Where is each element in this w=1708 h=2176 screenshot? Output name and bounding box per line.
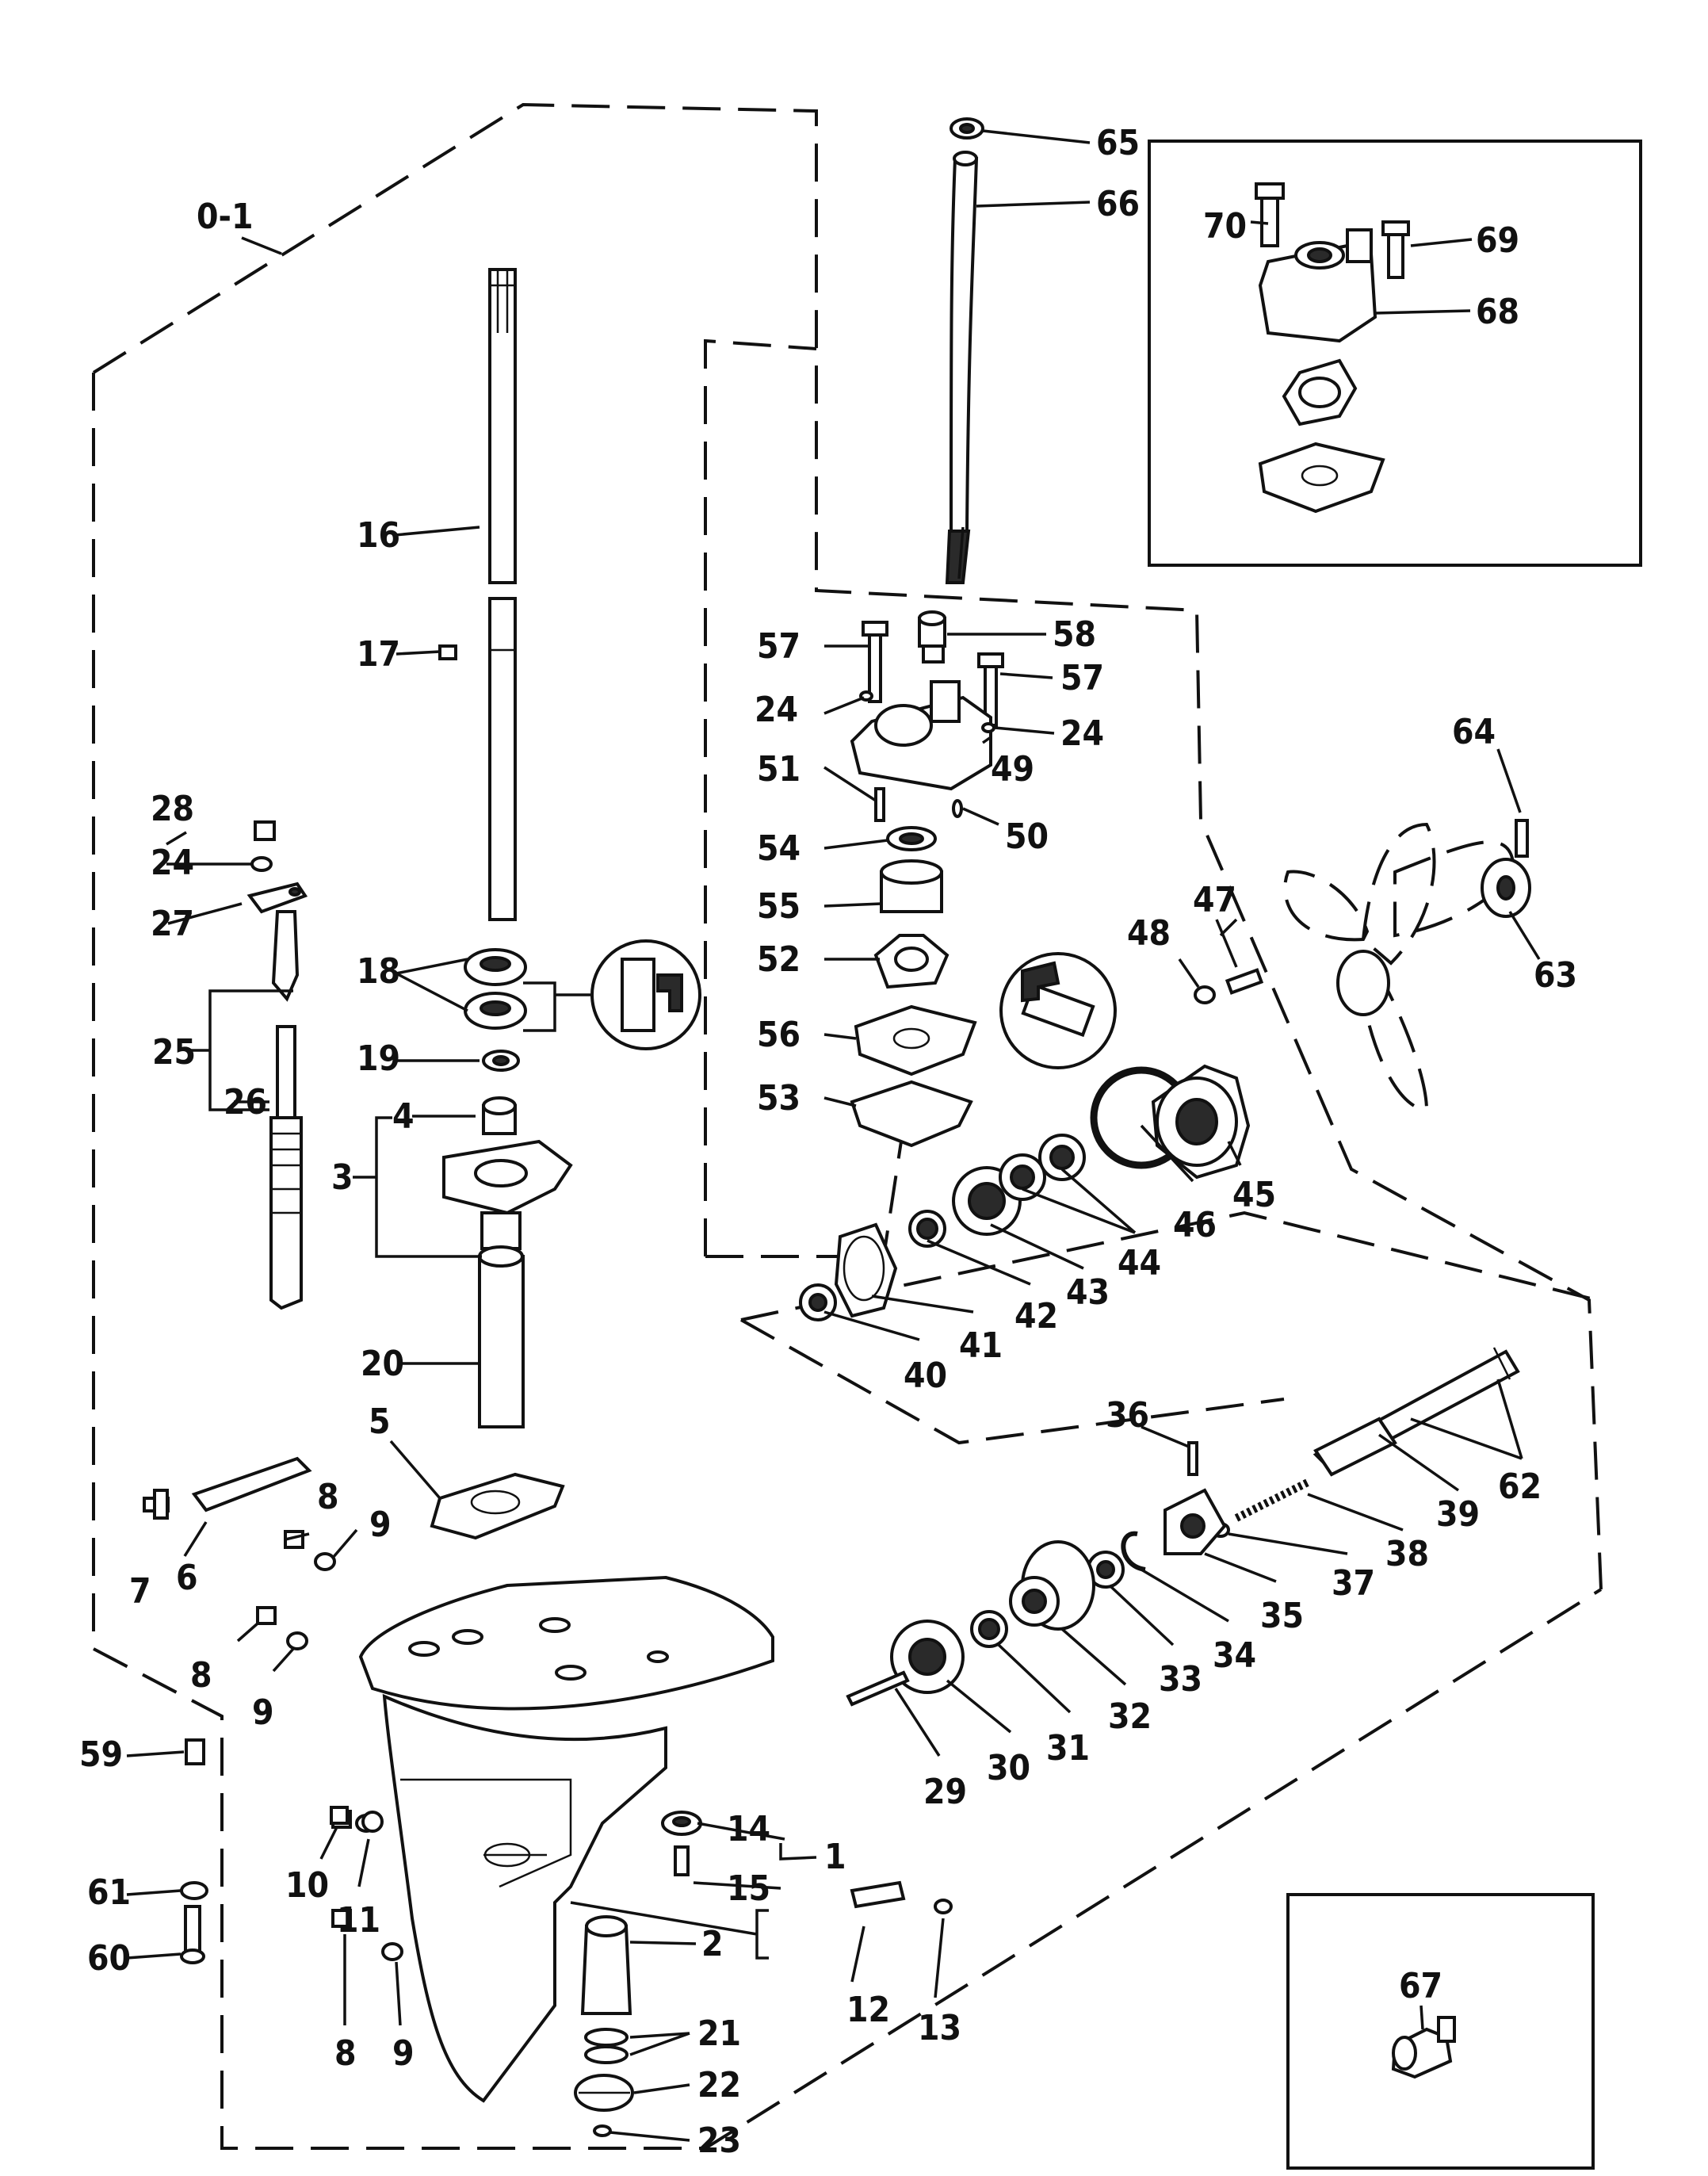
callout-9a: 9	[369, 1505, 392, 1545]
callout-53: 53	[757, 1078, 801, 1119]
callout-13: 13	[918, 2008, 961, 2048]
callout-30: 30	[987, 1748, 1030, 1788]
assembly-outline-gear-group	[740, 1210, 1598, 1445]
callout-68: 68	[1476, 292, 1519, 332]
callout-54: 54	[757, 828, 801, 869]
callout-31: 31	[1046, 1728, 1090, 1769]
callout-33: 33	[1159, 1659, 1202, 1700]
callout-4: 4	[392, 1096, 415, 1137]
callout-36: 36	[1106, 1395, 1149, 1436]
callout-45: 45	[1232, 1175, 1276, 1215]
inset-water-pump-alternate	[1148, 140, 1642, 567]
callout-70: 70	[1203, 206, 1247, 247]
callout-27: 27	[151, 904, 194, 944]
callout-16: 16	[357, 515, 400, 556]
callout-22: 22	[697, 2065, 741, 2105]
callout-25: 25	[152, 1032, 196, 1073]
callout-43: 43	[1066, 1272, 1110, 1313]
callout-44: 44	[1118, 1243, 1161, 1283]
callout-59: 59	[79, 1734, 123, 1775]
callout-34: 34	[1213, 1635, 1256, 1676]
callout-37: 37	[1332, 1563, 1375, 1604]
callout-52: 52	[757, 939, 801, 980]
inset-fitting	[1286, 1893, 1595, 2170]
callout-2: 2	[701, 1924, 724, 1964]
callout-15: 15	[727, 1868, 770, 1909]
assembly-outline-main	[92, 102, 1603, 2150]
callout-55: 55	[757, 886, 801, 927]
callout-65: 65	[1096, 123, 1140, 163]
parts-drawing	[143, 117, 1531, 2137]
callout-23: 23	[697, 2121, 741, 2161]
leader-lines	[126, 129, 1541, 2142]
callout-29: 29	[923, 1772, 967, 1812]
callout-9b: 9	[252, 1692, 274, 1733]
callout-5: 5	[369, 1402, 391, 1442]
callout-49: 49	[991, 749, 1034, 790]
callout-9c: 9	[392, 2033, 415, 2074]
callout-50: 50	[1005, 816, 1049, 857]
callout-8a: 8	[317, 1477, 339, 1517]
callout-17: 17	[357, 634, 400, 675]
callout-labels: 0-1 1 2 3 4 5 6 7 8 8 8 9 9 9 10 11 12 1…	[79, 123, 1577, 2161]
callout-12: 12	[846, 1990, 890, 2030]
callout-8b: 8	[190, 1655, 212, 1696]
callout-6: 6	[176, 1558, 198, 1598]
callout-51: 51	[757, 749, 801, 790]
callout-10: 10	[285, 1865, 329, 1906]
callout-58: 58	[1053, 614, 1096, 655]
callout-7: 7	[129, 1571, 151, 1612]
callout-3: 3	[331, 1157, 353, 1198]
callout-41: 41	[959, 1325, 1003, 1366]
callout-61: 61	[87, 1872, 131, 1913]
callout-47: 47	[1193, 880, 1236, 920]
callout-24c: 24	[1060, 713, 1104, 754]
callout-67: 67	[1399, 1966, 1442, 2006]
callout-26: 26	[224, 1082, 267, 1122]
callout-8c: 8	[334, 2033, 357, 2074]
callout-28: 28	[151, 789, 194, 829]
callout-11: 11	[337, 1900, 380, 1941]
callout-66: 66	[1096, 184, 1140, 224]
callout-35: 35	[1260, 1596, 1304, 1636]
callout-60: 60	[87, 1938, 131, 1979]
callout-69: 69	[1476, 220, 1519, 261]
callout-40: 40	[904, 1356, 947, 1396]
callout-64: 64	[1452, 712, 1496, 752]
callout-38: 38	[1385, 1534, 1429, 1574]
callout-21: 21	[697, 2013, 741, 2054]
callout-1: 1	[824, 1837, 846, 1877]
callout-63: 63	[1534, 955, 1577, 996]
callout-24b: 24	[755, 690, 798, 730]
callout-24a: 24	[151, 843, 194, 883]
callout-57a: 57	[757, 626, 801, 667]
callout-57b: 57	[1060, 658, 1104, 698]
callout-14: 14	[727, 1809, 770, 1849]
callout-42: 42	[1014, 1296, 1058, 1337]
callout-46: 46	[1173, 1205, 1217, 1245]
callout-39: 39	[1436, 1494, 1480, 1535]
callout-19: 19	[357, 1038, 400, 1079]
callout-56: 56	[757, 1015, 801, 1055]
callout-48: 48	[1127, 913, 1171, 954]
callout-18: 18	[357, 951, 400, 992]
callout-20: 20	[361, 1344, 404, 1384]
callout-32: 32	[1108, 1696, 1152, 1737]
callout-62: 62	[1498, 1467, 1542, 1507]
assembly-label: 0-1	[197, 197, 254, 237]
